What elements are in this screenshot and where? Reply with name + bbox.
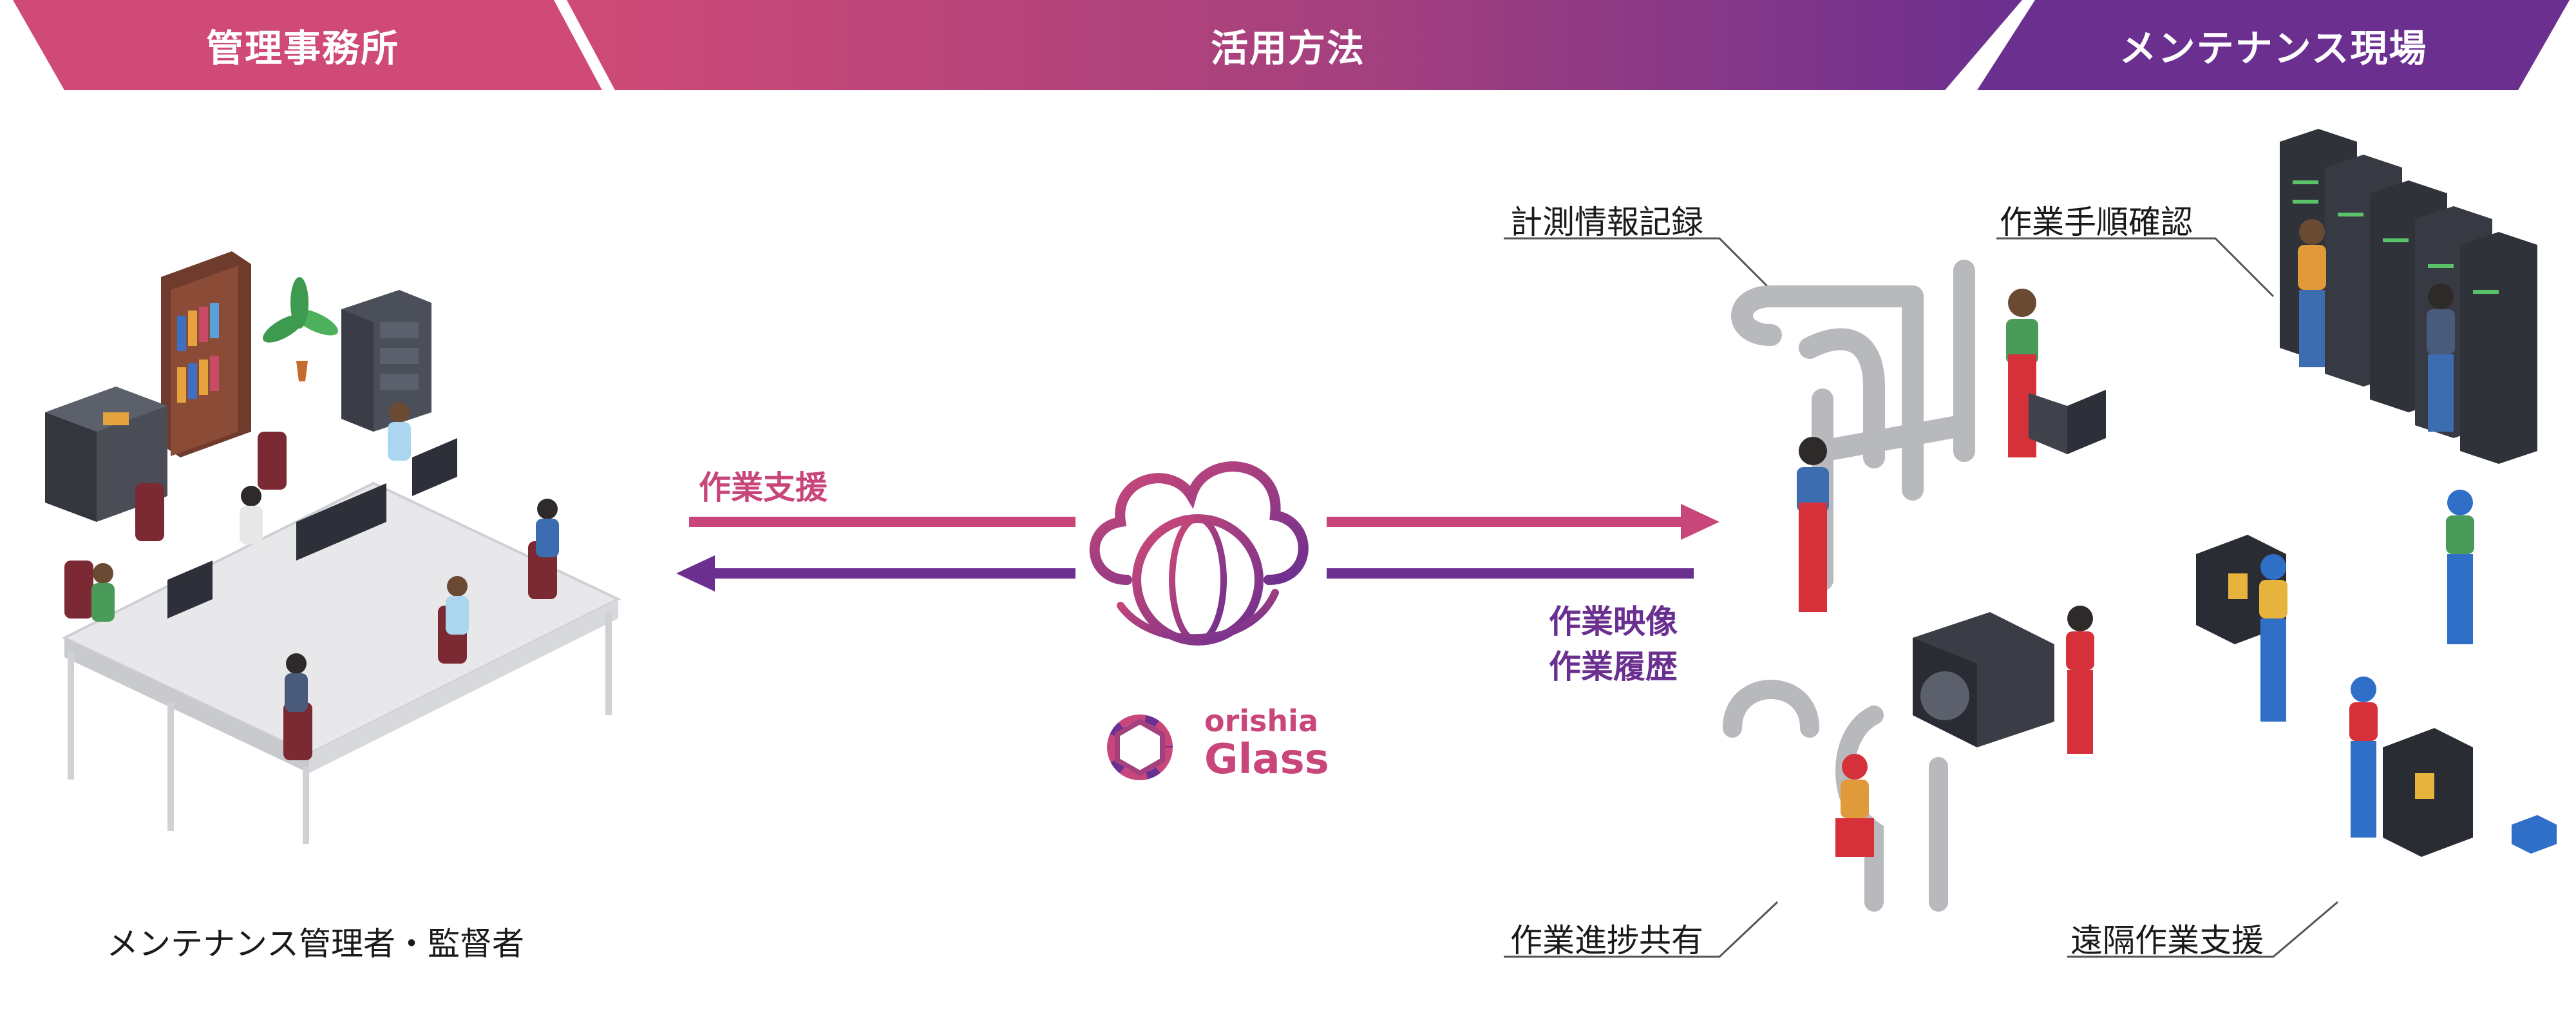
header-banner [13,0,2570,90]
support-arrow-label: 作業支援 [699,469,828,506]
header-tab-left-shape [13,0,602,90]
header-tab-right: メンテナンス現場 [2119,26,2428,70]
cloud-globe-icon [1089,461,1309,646]
potted-plant [263,277,338,381]
header-tab-center-shape [567,0,2022,90]
video-arrow-label-2: 作業履歴 [1549,648,1678,686]
callout-measurement: 計測情報記録 [1510,204,1703,241]
callout-remote: 遠隔作業支援 [2070,922,2264,959]
callout-progress: 作業進捗共有 [1510,922,1703,959]
support-arrow-head [1681,504,1719,540]
office-caption: メンテナンス管理者・監督者 [106,925,524,963]
header-tab-right-shape [1977,0,2570,90]
generator-illustration [1723,606,2094,912]
filing-cabinet [341,290,431,432]
video-arrow-head [676,555,715,591]
logo-large-text: Glass [1204,736,1329,783]
callout-leaders [1504,237,2338,958]
video-arrow-label-1: 作業映像 [1549,603,1678,640]
server-rack-illustration [2280,129,2537,464]
electrical-panel-illustration [2196,490,2557,857]
logo-small-text: orishia [1204,704,1318,738]
header-tab-left: 管理事務所 [205,26,399,70]
office-illustration [45,251,621,844]
callout-procedure: 作業手順確認 [2000,204,2193,241]
bookshelf [161,251,251,457]
orishia-logo-icon [1107,715,1173,780]
data-flow-arrows [676,504,1719,591]
pipe-inspection-illustration [1731,260,2106,612]
header-tab-center: 活用方法 [1210,26,1365,70]
